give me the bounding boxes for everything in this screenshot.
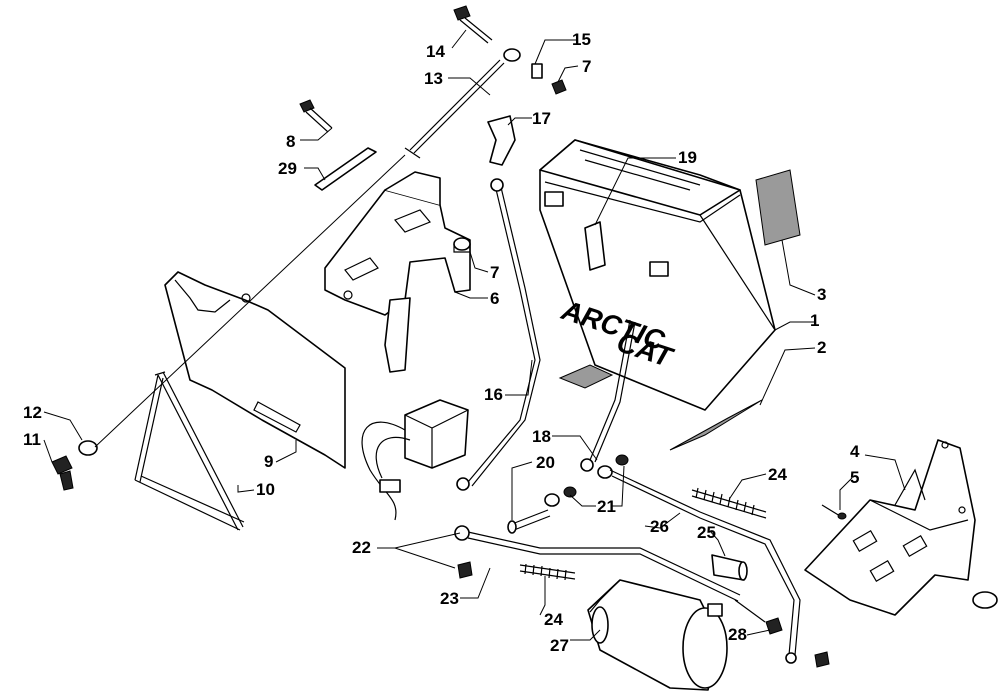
- callout-21: 21: [597, 497, 616, 516]
- callout-12: 12: [23, 403, 42, 422]
- callout-3: 3: [817, 285, 826, 304]
- callout-23: 23: [440, 589, 459, 608]
- callout-labels: 1 2 3 4 5 6 7 7 8 9 10 11 12 13 14 15 16…: [23, 30, 860, 655]
- part-6-bracket: [324, 171, 471, 373]
- part-8-bolt: [299, 99, 333, 133]
- leader-lines: [43, 29, 906, 641]
- part-29-strap: [314, 147, 377, 191]
- part-5-screw: [821, 504, 847, 520]
- part-23-cable: [454, 525, 741, 602]
- callout-1: 1: [810, 311, 819, 330]
- callout-29: 29: [278, 159, 297, 178]
- part-9-shield: [164, 271, 346, 469]
- callout-10: 10: [256, 480, 275, 499]
- callout-20: 20: [536, 453, 555, 472]
- part-26-cable: [609, 469, 801, 664]
- callout-27: 27: [550, 636, 569, 655]
- part-1-battery: ARCTIC CAT: [539, 139, 776, 411]
- callout-7-top: 7: [582, 57, 591, 76]
- callout-14: 14: [426, 42, 445, 61]
- callout-15: 15: [572, 30, 591, 49]
- callout-4: 4: [850, 442, 860, 461]
- part-13-rod: [404, 59, 505, 159]
- part-2-pads: [558, 364, 763, 451]
- callout-26: 26: [650, 517, 669, 536]
- part-18-cable: [580, 319, 636, 472]
- part-7-nut-top: [551, 79, 567, 95]
- callout-17: 17: [532, 109, 551, 128]
- part-4-bracket: [804, 439, 976, 616]
- solenoid: [361, 399, 469, 521]
- part-27-starter: [587, 579, 728, 691]
- callout-19: 19: [678, 148, 697, 167]
- callout-18: 18: [532, 427, 551, 446]
- part-24-boot-lower: [519, 563, 576, 581]
- callout-24-lower: 24: [544, 610, 563, 629]
- part-17-boot: [487, 115, 516, 166]
- part-24-boot-upper: [691, 487, 767, 519]
- callout-13: 13: [424, 69, 443, 88]
- callout-24-upper: 24: [768, 465, 787, 484]
- callout-7-bracket: 7: [490, 263, 499, 282]
- part-3-pad: [755, 169, 801, 246]
- callout-25: 25: [697, 523, 716, 542]
- part-21-nut: [597, 454, 629, 479]
- callout-11: 11: [23, 430, 41, 449]
- part-10-stand: [134, 371, 245, 531]
- part-28-bolt: [734, 599, 830, 668]
- part-12-washer: [78, 440, 98, 456]
- part-16-cable: [456, 178, 541, 491]
- axis-line: [94, 154, 406, 448]
- part-11-nut: [51, 455, 74, 491]
- part-20-screw: [507, 486, 577, 534]
- part-15-washer: [503, 48, 543, 79]
- callout-2: 2: [817, 338, 826, 357]
- callout-9: 9: [264, 452, 273, 471]
- washer-right-edge: [972, 591, 998, 609]
- callout-5: 5: [850, 468, 859, 487]
- part-14-bolt: [453, 5, 493, 44]
- callout-22: 22: [352, 538, 371, 557]
- part-25-cap: [711, 554, 748, 581]
- callout-6: 6: [490, 289, 499, 308]
- part-7-bushing: [453, 237, 471, 253]
- callout-28: 28: [728, 625, 747, 644]
- callout-16: 16: [484, 385, 503, 404]
- callout-8: 8: [286, 132, 295, 151]
